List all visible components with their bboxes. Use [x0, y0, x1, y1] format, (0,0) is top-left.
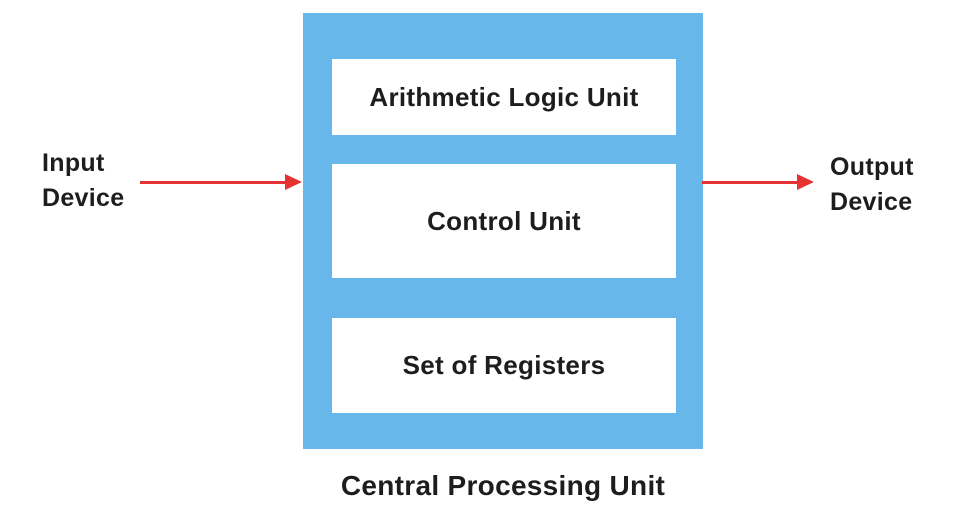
control-unit-label: Control Unit	[427, 205, 581, 236]
registers-label: Set of Registers	[402, 350, 606, 380]
output-device-label: Output Device	[830, 150, 914, 220]
output-arrowhead-icon	[797, 174, 814, 190]
output-arrow	[702, 173, 814, 191]
input-arrow	[140, 173, 302, 191]
cpu-container: Arithmetic Logic Unit Control Unit Set o…	[303, 13, 703, 449]
input-device-label-line1: Input	[42, 149, 105, 177]
output-device-label-line2: Device	[830, 188, 913, 216]
output-device-label-line1: Output	[830, 153, 914, 181]
input-arrowhead-icon	[285, 174, 302, 190]
alu-label: Arithmetic Logic Unit	[369, 81, 639, 112]
component-set-of-registers: Set of Registers	[332, 318, 676, 413]
component-arithmetic-logic-unit: Arithmetic Logic Unit	[332, 59, 676, 135]
cpu-caption: Central Processing Unit	[340, 470, 666, 501]
component-control-unit: Control Unit	[332, 164, 676, 278]
input-device-label-line2: Device	[42, 184, 125, 212]
input-device-label: Input Device	[42, 146, 124, 216]
output-arrow-line	[702, 180, 797, 184]
input-arrow-line	[140, 180, 285, 184]
